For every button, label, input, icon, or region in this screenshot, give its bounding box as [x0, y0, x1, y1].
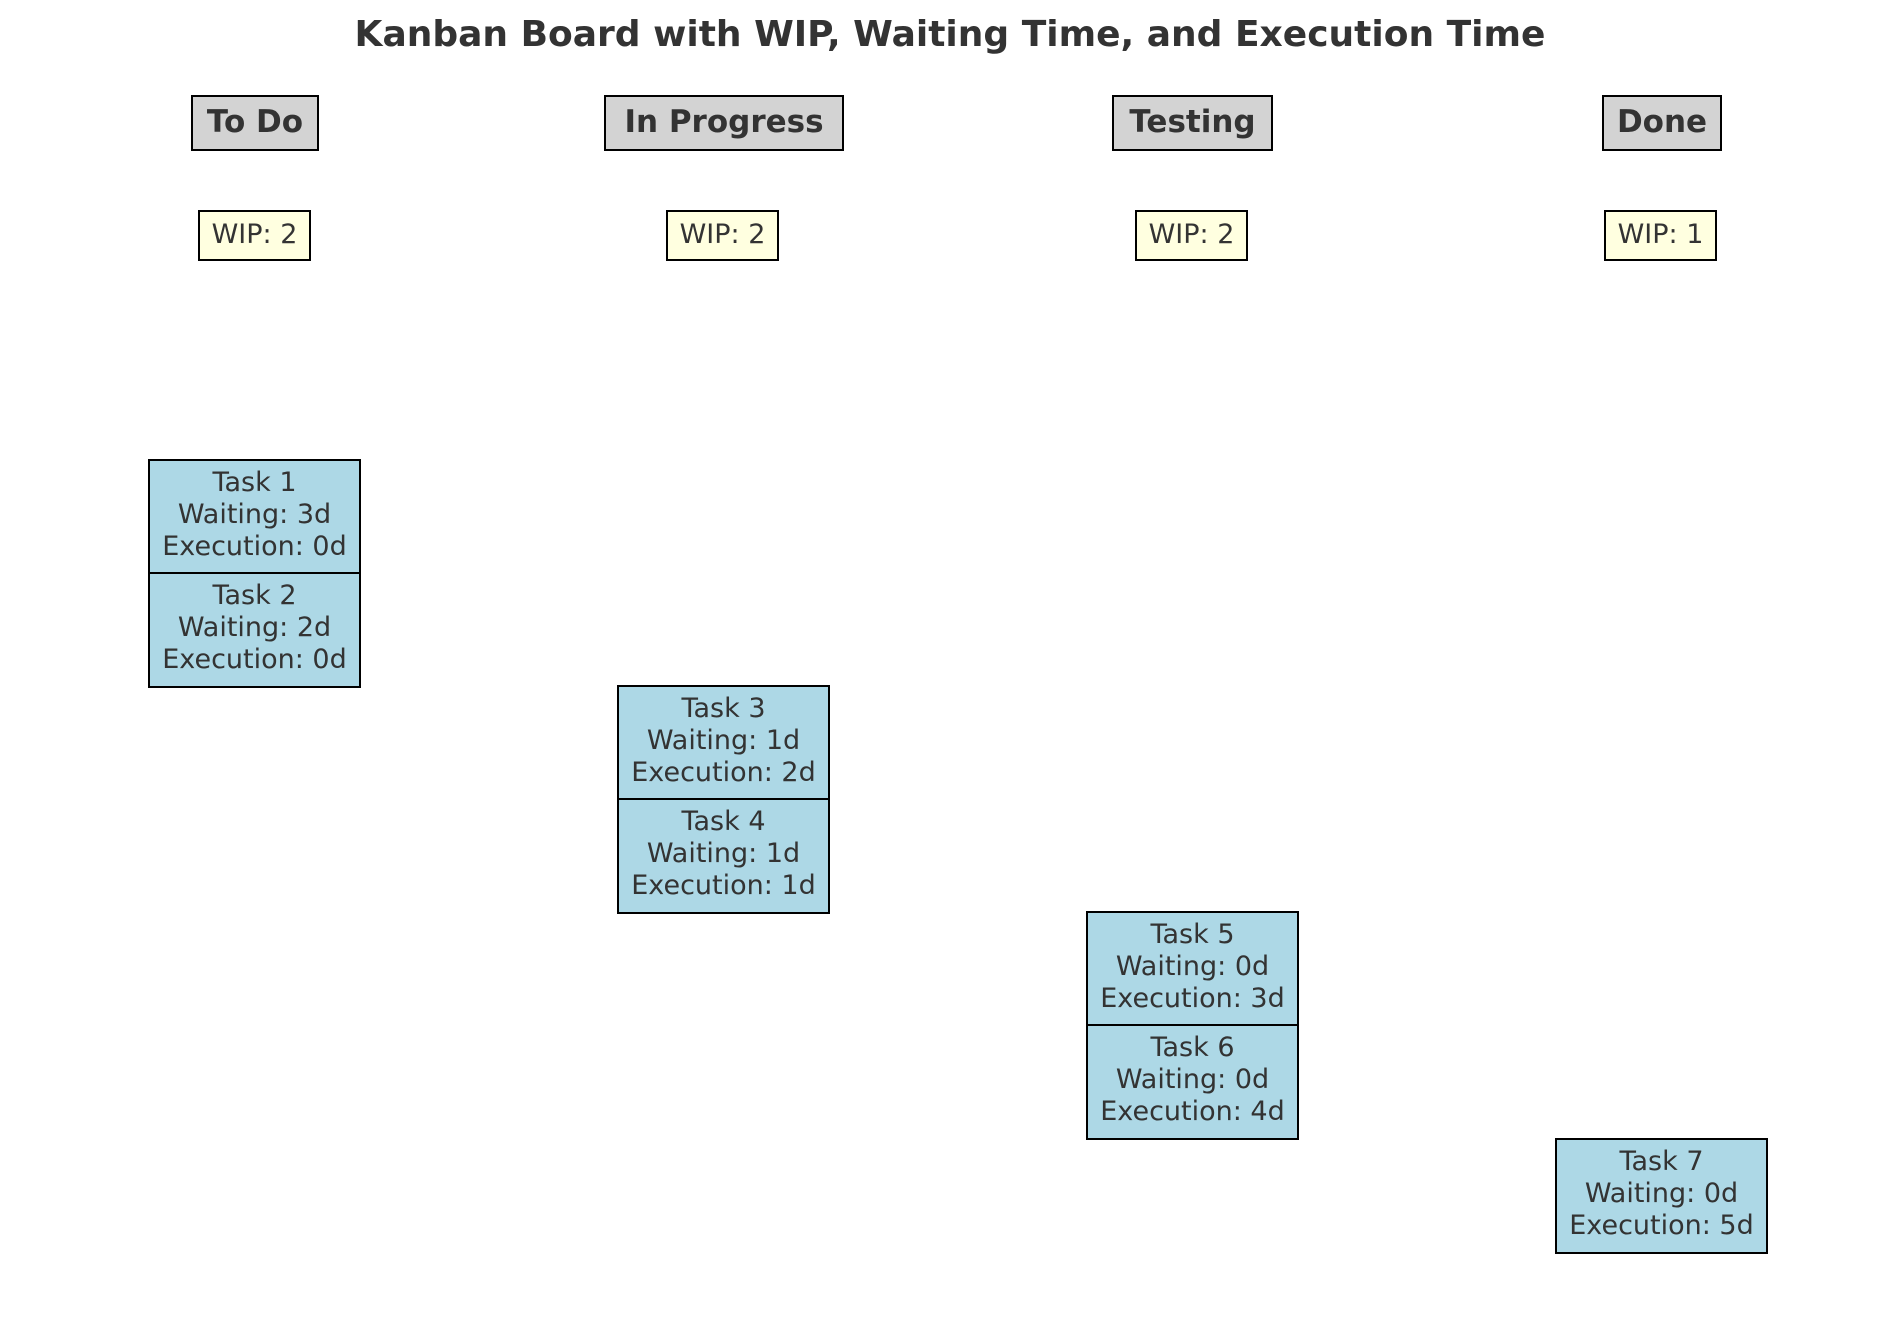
task-name: Task 6: [1150, 1032, 1235, 1063]
column-header-done: Done: [1602, 95, 1722, 151]
task-card[interactable]: Task 7 Waiting: 0d Execution: 5d: [1555, 1138, 1768, 1254]
task-card[interactable]: Task 1 Waiting: 3d Execution: 0d: [148, 459, 361, 575]
task-name: Task 3: [681, 693, 766, 724]
wip-badge-to-do: WIP: 2: [198, 210, 311, 261]
task-name: Task 1: [212, 467, 297, 498]
column-header-in-progress: In Progress: [604, 95, 844, 151]
task-execution: Execution: 4d: [1100, 1096, 1285, 1127]
column-header-to-do: To Do: [191, 95, 319, 151]
task-execution: Execution: 5d: [1569, 1210, 1754, 1241]
task-waiting: Waiting: 3d: [177, 499, 332, 530]
task-card[interactable]: Task 5 Waiting: 0d Execution: 3d: [1086, 911, 1299, 1027]
board-title: Kanban Board with WIP, Waiting Time, and…: [354, 14, 1546, 55]
wip-badge-in-progress: WIP: 2: [666, 210, 779, 261]
task-waiting: Waiting: 2d: [177, 612, 332, 643]
task-execution: Execution: 1d: [631, 870, 816, 901]
task-name: Task 5: [1150, 919, 1235, 950]
task-waiting: Waiting: 0d: [1584, 1178, 1739, 1209]
task-card[interactable]: Task 2 Waiting: 2d Execution: 0d: [148, 572, 361, 688]
task-card[interactable]: Task 3 Waiting: 1d Execution: 2d: [617, 685, 830, 801]
task-waiting: Waiting: 0d: [1115, 1064, 1270, 1095]
task-waiting: Waiting: 1d: [646, 838, 801, 869]
task-card[interactable]: Task 6 Waiting: 0d Execution: 4d: [1086, 1024, 1299, 1140]
task-execution: Execution: 0d: [162, 644, 347, 675]
wip-badge-done: WIP: 1: [1604, 210, 1717, 261]
task-execution: Execution: 0d: [162, 531, 347, 562]
task-card[interactable]: Task 4 Waiting: 1d Execution: 1d: [617, 798, 830, 914]
task-name: Task 2: [212, 580, 297, 611]
task-name: Task 4: [681, 806, 766, 837]
task-waiting: Waiting: 1d: [646, 725, 801, 756]
task-waiting: Waiting: 0d: [1115, 951, 1270, 982]
task-name: Task 7: [1619, 1146, 1704, 1177]
wip-badge-testing: WIP: 2: [1135, 210, 1248, 261]
task-execution: Execution: 2d: [631, 757, 816, 788]
task-execution: Execution: 3d: [1100, 983, 1285, 1014]
column-header-testing: Testing: [1112, 95, 1273, 151]
